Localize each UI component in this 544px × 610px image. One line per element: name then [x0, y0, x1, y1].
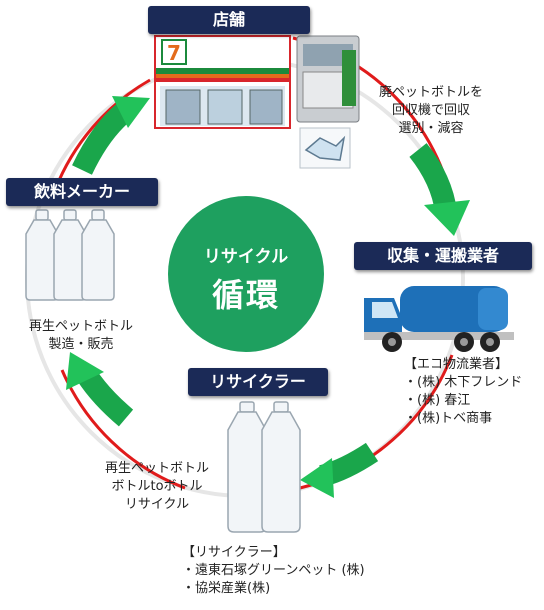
- stage-label-store: 店舗: [148, 6, 310, 34]
- arrow-store-to-collector: [409, 143, 470, 236]
- center-cycle-circle: リサイクル 循環: [168, 196, 324, 352]
- stage-label-maker: 飲料メーカー: [6, 178, 158, 206]
- stage-label-recycler: リサイクラー: [188, 368, 328, 396]
- recycling-machine-icon: [296, 35, 360, 123]
- pet-bottles-icon: [25, 209, 115, 301]
- arrow-collector-to-recycler: [300, 442, 379, 498]
- center-line-2: 循環: [211, 276, 280, 314]
- svg-text:7: 7: [167, 41, 181, 65]
- crushed-bottle-icon: [299, 127, 351, 169]
- garbage-truck-icon: [364, 286, 514, 352]
- recycler-company-list: 【リサイクラー】 ・遠東石塚グリーンペット (株) ・協栄産業(株): [182, 545, 365, 596]
- recycled-bottles-icon: [227, 401, 301, 533]
- store-action-note: 廃ペットボトルを 回収機で回収 選別・減容: [378, 85, 483, 136]
- stage-label-collector: 収集・運搬業者: [354, 242, 532, 270]
- store-illustration: 7: [154, 35, 291, 129]
- maker-action-note: 再生ペットボトル 製造・販売: [28, 319, 133, 352]
- arrow-recycler-to-maker: [66, 352, 134, 427]
- recycler-action-note: 再生ペットボトル ボトルtoボトル リサイクル: [104, 461, 209, 512]
- collector-company-list: 【エコ物流業者】 ・(株) 木下フレンド ・(株) 春江 ・(株)トベ商事: [404, 357, 523, 426]
- arrow-maker-to-store: [72, 96, 150, 175]
- center-line-1: リサイクル: [203, 247, 289, 267]
